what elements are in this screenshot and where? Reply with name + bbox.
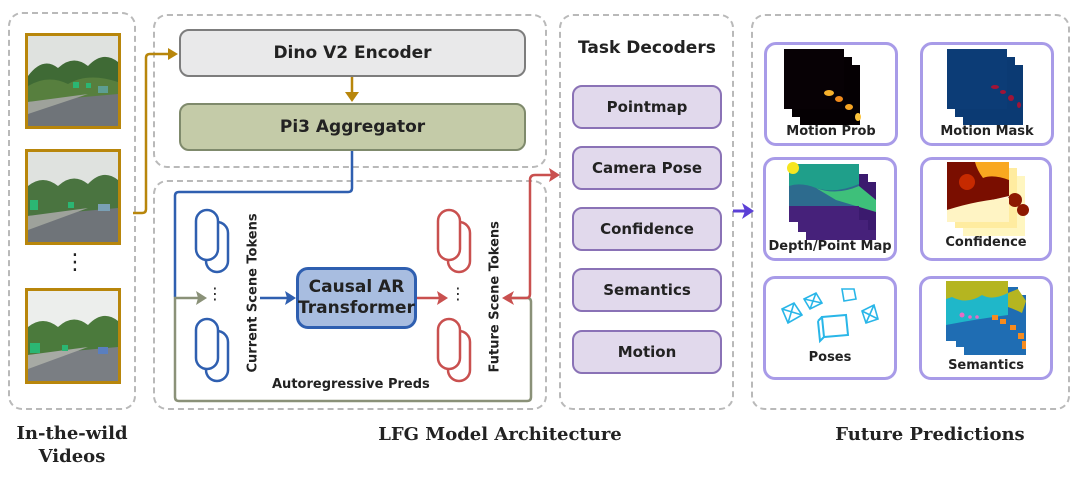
depth-map-thumbnail [787,162,876,240]
future-merge-arrowhead [502,291,514,305]
camera-frustum-icon [861,303,879,325]
prediction-motion-mask: Motion Mask [920,42,1054,146]
camera-frustum-icon [780,301,804,325]
decoder-label: Camera Pose [591,159,703,177]
transformer-label-line2: Transformer [298,298,415,318]
autoregressive-preds-label: Autoregressive Preds [272,377,430,392]
video-frame-1 [25,33,121,129]
prediction-label: Semantics [948,358,1024,373]
prediction-label: Depth/Point Map [768,239,892,254]
autoregressive-loop-line [173,296,533,403]
video-frame-2 [25,149,121,245]
camera-frustum-icon [802,291,824,311]
video-to-encoder-arrowhead [168,48,178,60]
decoder-camera-pose: Camera Pose [572,146,722,190]
encoder-label: Dino V2 Encoder [273,43,432,63]
semantics-thumbnail [946,281,1026,355]
tokens-to-transformer-arrowhead [285,291,296,305]
predictions-caption: Future Predictions [835,424,1025,445]
prediction-depth-point-map: Depth/Point Map [763,157,897,261]
dino-v2-encoder-block: Dino V2 Encoder [179,29,526,77]
video-to-encoder-line [133,52,172,215]
confidence-thumbnail [947,162,1029,236]
aggregator-label: Pi3 Aggregator [279,117,426,137]
future-token-icon-bottom [436,317,472,383]
decoders-to-predictions-arrowhead [742,203,754,219]
decoder-label: Confidence [600,220,694,238]
prediction-semantics: Semantics [919,276,1053,380]
input-videos-group [8,12,136,410]
transformer-group [153,180,547,410]
decoder-label: Semantics [603,281,691,299]
camera-frustum-icon [817,313,850,344]
future-tokens-label: Future Scene Tokens [487,221,503,373]
motion-prob-thumbnail [784,49,861,125]
decoder-confidence: Confidence [572,207,722,251]
loop-arrowhead [196,291,207,305]
prediction-label: Poses [808,350,852,365]
pi3-aggregator-block: Pi3 Aggregator [179,103,526,151]
poses-thumbnail [780,288,879,344]
motion-mask-thumbnail [947,49,1023,125]
decoder-pointmap: Pointmap [572,85,722,129]
current-token-icon-top [194,208,230,274]
prediction-label: Motion Prob [786,124,876,139]
current-tokens-ellipsis: ⋮ [207,284,223,303]
frames-ellipsis: ⋮ [64,250,86,275]
future-tokens-ellipsis: ⋮ [450,284,466,303]
input-caption-line1: In-the-wild [16,423,128,444]
decoder-motion: Motion [572,330,722,374]
transformer-label-line1: Causal AR [308,277,405,297]
prediction-confidence: Confidence [920,157,1052,261]
encoder-group [153,14,547,168]
input-caption-line2: Videos [38,446,106,467]
architecture-caption: LFG Model Architecture [378,424,622,445]
input-caption: In-the-wild Videos [0,422,144,468]
video-frame-n [25,288,121,384]
future-to-decoders-line [505,173,552,300]
camera-frustum-icon [841,288,857,302]
current-token-icon-bottom [194,317,230,383]
decoder-semantics: Semantics [572,268,722,312]
prediction-label: Motion Mask [940,124,1034,139]
current-tokens-label: Current Scene Tokens [245,213,261,373]
aggregator-to-tokens-line [173,150,354,297]
task-decoders-title: Task Decoders [578,38,716,58]
prediction-motion-prob: Motion Prob [764,42,898,146]
prediction-poses: Poses [763,276,897,380]
future-token-icon-top [436,208,472,274]
prediction-label: Confidence [945,235,1027,250]
causal-ar-transformer-block: Causal AR Transformer [296,267,417,329]
decoder-label: Pointmap [606,98,688,116]
decoder-label: Motion [617,343,677,361]
future-to-decoders-arrowhead [549,168,560,182]
encoder-to-aggregator-arrowhead [345,92,359,102]
transformer-to-future-arrowhead [437,291,448,305]
